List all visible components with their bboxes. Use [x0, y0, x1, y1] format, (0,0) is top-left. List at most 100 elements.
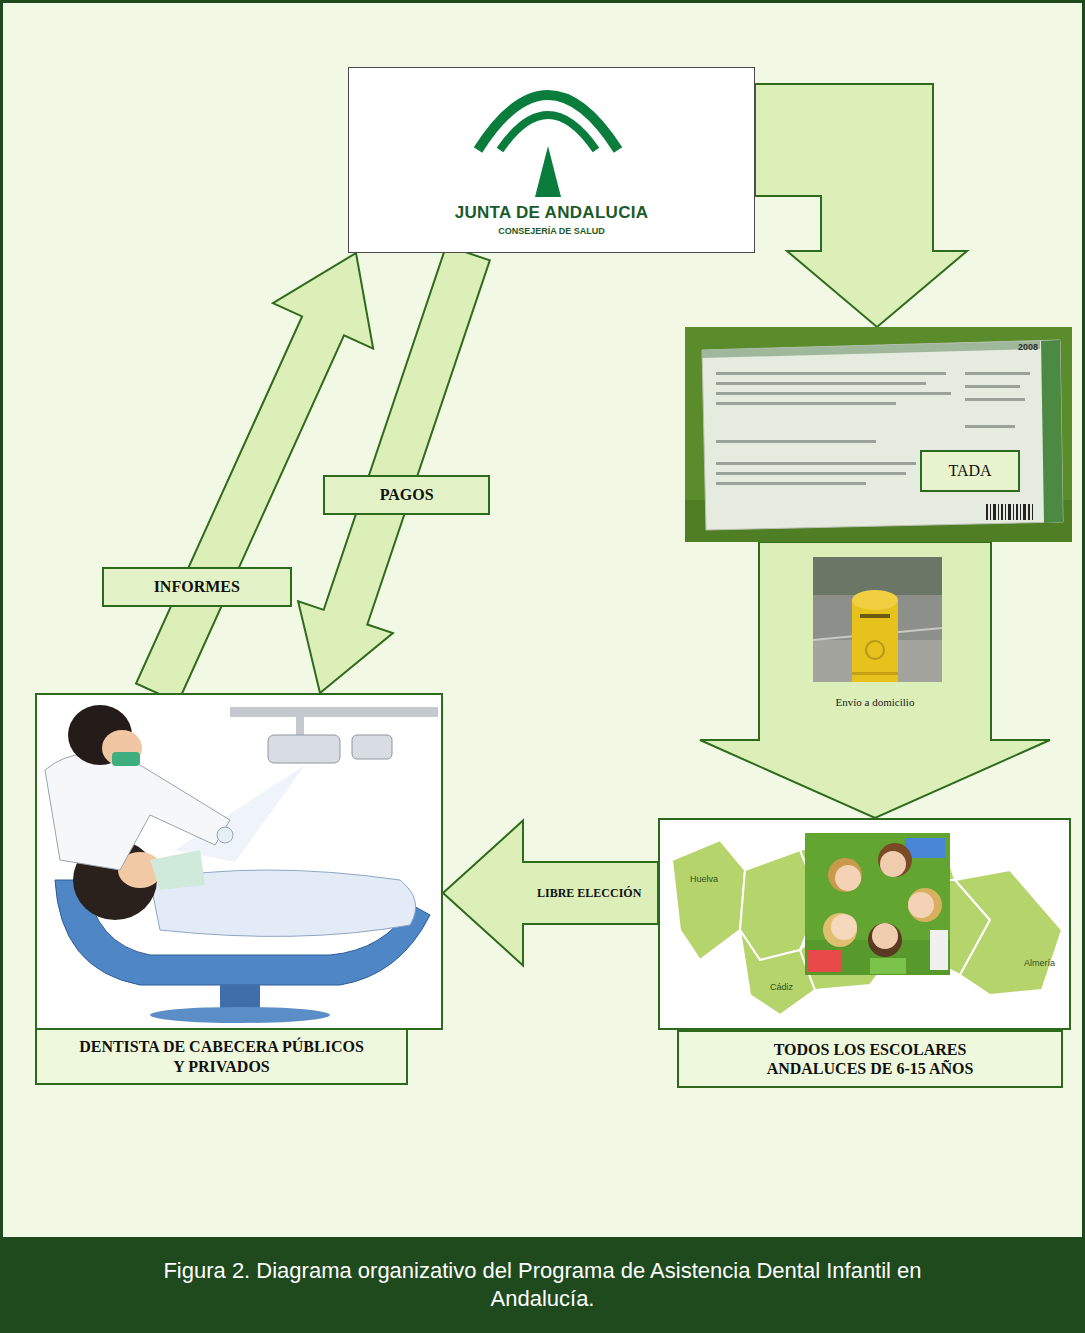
card-photo: [993, 504, 996, 520]
card-photo: [990, 504, 991, 520]
block-arrow: [755, 84, 967, 327]
dentist-illustration: [296, 712, 304, 738]
mailbox-photo: [860, 614, 890, 618]
card-photo: [1005, 504, 1006, 520]
panel-heading: TODOS LOS ESCOLARES ANDALUCES DE 6-15 AÑ…: [677, 1030, 1063, 1088]
dentist-illustration: [175, 765, 305, 862]
children-photo: [930, 930, 948, 970]
children-photo: [905, 838, 945, 858]
dentist-illustration: [68, 705, 132, 765]
card-photo: [716, 392, 951, 395]
card-photo: [1028, 504, 1030, 520]
dentist-illustration: [55, 880, 430, 985]
province-shape: [672, 840, 745, 960]
logo-panel: [349, 68, 754, 252]
dentist-illustration: [220, 985, 260, 1010]
dentist-illustration: [150, 1007, 330, 1023]
children-photo: [828, 858, 862, 892]
figure-caption: Figura 2. Diagrama organizativo del Prog…: [134, 1257, 952, 1313]
logo-box: JUNTA DE ANDALUCIACONSEJERÍA DE SALUD: [348, 67, 755, 253]
mailbox-photo: [866, 641, 884, 659]
dentist-illustration: [36, 694, 442, 1029]
province-shape: [840, 880, 990, 975]
card-photo: [965, 425, 1015, 428]
dentist-illustration: [73, 840, 157, 920]
children-photo: [808, 950, 842, 972]
card-photo: [716, 472, 906, 475]
dentist-illustration: [150, 870, 416, 936]
card-photo: [965, 372, 1030, 375]
province-name: Huelva: [690, 874, 718, 884]
mailbox-photo: [813, 557, 942, 682]
block-arrow: [298, 246, 490, 693]
children-photo: [908, 892, 934, 918]
dentist-illustration: [150, 850, 205, 890]
card-tag: TADA: [920, 450, 1020, 492]
dentist-illustration: [45, 754, 230, 870]
card-photo: [998, 504, 999, 520]
dentist-illustration: [112, 752, 140, 766]
province-name: Cádiz: [770, 982, 793, 992]
mailbox-photo: [813, 557, 942, 682]
children-photo: [908, 888, 942, 922]
children-photo: [880, 851, 906, 877]
panel-ground: [349, 68, 754, 252]
card-photo: [702, 341, 1040, 358]
card-photo: [965, 398, 1025, 401]
children-photo: [805, 833, 950, 975]
arrow-caption: LIBRE ELECCIÓN: [534, 885, 644, 902]
mailbox-photo: [813, 640, 942, 682]
card-photo: [702, 340, 1063, 530]
card-photo: [1008, 504, 1011, 520]
mailbox-photo: [852, 590, 898, 610]
card-photo: [716, 382, 926, 385]
block-arrow: [443, 821, 658, 966]
map-panel: [659, 819, 1070, 1029]
logo-arc: [478, 95, 618, 150]
province-shape: [740, 850, 820, 960]
flow-label: INFORMES: [102, 567, 292, 607]
card-photo: [716, 402, 896, 405]
dentist-illustration: [217, 827, 233, 843]
block-arrow: [136, 253, 373, 702]
map-panel: [659, 819, 1070, 1029]
card-photo: [965, 385, 1020, 388]
province-shape: [860, 832, 955, 880]
card-year: 2008: [1018, 342, 1038, 352]
children-photo: [831, 914, 857, 940]
logo-triangle: [535, 146, 561, 197]
dentist-illustration: [352, 735, 392, 759]
dentist-illustration: [102, 730, 142, 766]
children-photo: [868, 923, 902, 957]
card-photo: [1020, 504, 1021, 520]
dentist-panel: DENTISTA DE CABECERA PÚBLICOS Y PRIVADOS: [35, 693, 443, 1085]
children-photo: [878, 843, 912, 877]
children-photo: [870, 958, 906, 974]
card-photo: [716, 440, 876, 443]
arrow-caption: Envío a domicilio: [833, 696, 918, 708]
panel-heading: DENTISTA DE CABECERA PÚBLICOS Y PRIVADOS: [35, 1028, 408, 1085]
card-photo: [986, 504, 988, 520]
card-photo-box: TADA: [685, 327, 1072, 542]
students-panel: TODOS LOS ESCOLARES ANDALUCES DE 6-15 AÑ…: [658, 818, 1071, 1090]
province-shape: [800, 910, 900, 990]
province-shape: [955, 870, 1062, 995]
dentist-illustration: [118, 852, 162, 888]
card-photo: [1001, 504, 1003, 520]
mailbox-photo: [813, 557, 942, 595]
flow-label: PAGOS: [323, 475, 490, 515]
card-photo: [716, 372, 946, 375]
org-department: CONSEJERÍA DE SALUD: [349, 226, 754, 236]
card-photo: [1041, 340, 1063, 523]
caption-band: Figura 2. Diagrama organizativo del Prog…: [0, 1237, 1085, 1333]
dentist-illustration: [230, 707, 438, 717]
card-photo: [1023, 504, 1026, 520]
dentist-illustration: [268, 735, 340, 763]
block-arrow: [700, 542, 1050, 818]
card-photo: [685, 327, 1072, 542]
children-photo: [805, 940, 950, 975]
